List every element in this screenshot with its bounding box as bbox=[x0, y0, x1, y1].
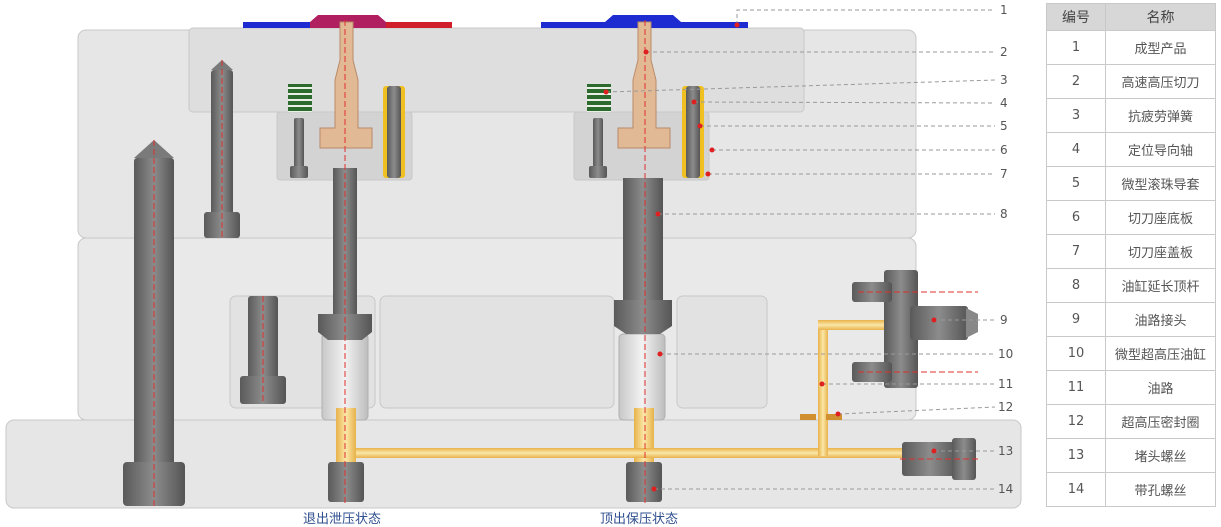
oil-passage bbox=[336, 320, 908, 478]
row-no: 3 bbox=[1046, 98, 1106, 133]
callout-11: 11 bbox=[998, 377, 1013, 391]
guide-shafts bbox=[383, 86, 704, 178]
row-no: 7 bbox=[1046, 234, 1106, 269]
row-no: 9 bbox=[1046, 302, 1106, 337]
callout-2: 2 bbox=[1000, 45, 1008, 59]
header-name: 名称 bbox=[1105, 3, 1216, 31]
row-name: 切刀座底板 bbox=[1105, 200, 1216, 235]
cylinders bbox=[318, 168, 672, 421]
callout-5: 5 bbox=[1000, 119, 1008, 133]
row-name: 油缸延长顶杆 bbox=[1105, 268, 1216, 303]
callout-dots bbox=[603, 22, 937, 492]
row-name: 切刀座盖板 bbox=[1105, 234, 1216, 269]
row-no: 10 bbox=[1046, 336, 1106, 371]
parts-table-header: 编号 名称 bbox=[1046, 3, 1216, 31]
row-name: 微型滚珠导套 bbox=[1105, 166, 1216, 201]
callout-14: 14 bbox=[998, 482, 1013, 496]
seal bbox=[826, 414, 842, 420]
oil-connector bbox=[852, 270, 978, 388]
callout-9: 9 bbox=[1000, 313, 1008, 327]
row-no: 11 bbox=[1046, 370, 1106, 405]
row-no: 5 bbox=[1046, 166, 1106, 201]
row-name: 高速高压切刀 bbox=[1105, 64, 1216, 99]
callout-13: 13 bbox=[998, 444, 1013, 458]
row-name: 定位导向轴 bbox=[1105, 132, 1216, 167]
row-no: 6 bbox=[1046, 200, 1106, 235]
row-name: 带孔螺丝 bbox=[1105, 472, 1216, 507]
row-no: 8 bbox=[1046, 268, 1106, 303]
row-no: 2 bbox=[1046, 64, 1106, 99]
callout-1: 1 bbox=[1000, 3, 1008, 17]
row-no: 4 bbox=[1046, 132, 1106, 167]
row-name: 成型产品 bbox=[1105, 30, 1216, 65]
callout-12: 12 bbox=[998, 400, 1013, 414]
row-name: 超高压密封圈 bbox=[1105, 404, 1216, 439]
row-name: 油路 bbox=[1105, 370, 1216, 405]
row-no: 1 bbox=[1046, 30, 1106, 65]
callout-6: 6 bbox=[1000, 143, 1008, 157]
row-name: 堵头螺丝 bbox=[1105, 438, 1216, 473]
cutters bbox=[319, 21, 671, 149]
callout-8: 8 bbox=[1000, 207, 1008, 221]
callout-7: 7 bbox=[1000, 167, 1008, 181]
caption-right: 顶出保压状态 bbox=[600, 512, 679, 527]
formed-product bbox=[243, 15, 748, 28]
callout-numbers: 1 2 3 4 5 6 7 8 9 10 11 12 13 14 bbox=[998, 3, 1013, 496]
callout-3: 3 bbox=[1000, 73, 1008, 87]
spring-right bbox=[587, 84, 611, 112]
row-name: 微型超高压油缸 bbox=[1105, 336, 1216, 371]
row-no: 13 bbox=[1046, 438, 1106, 473]
callout-10: 10 bbox=[998, 347, 1013, 361]
plates bbox=[5, 27, 1022, 509]
callout-4: 4 bbox=[1000, 96, 1008, 110]
centerlines bbox=[153, 20, 980, 506]
spring-left bbox=[288, 84, 312, 112]
row-name: 油路接头 bbox=[1105, 302, 1216, 337]
row-name: 抗疲劳弹簧 bbox=[1105, 98, 1216, 133]
mold-cross-section-diagram: 1 2 3 4 5 6 7 8 9 10 11 12 13 14 bbox=[5, 3, 1022, 509]
header-no: 编号 bbox=[1046, 3, 1106, 31]
small-screws bbox=[290, 118, 607, 178]
row-no: 14 bbox=[1046, 472, 1106, 507]
caption-left: 退出泄压状态 bbox=[303, 512, 382, 527]
row-no: 12 bbox=[1046, 404, 1106, 439]
callout-leaders bbox=[605, 9, 996, 490]
